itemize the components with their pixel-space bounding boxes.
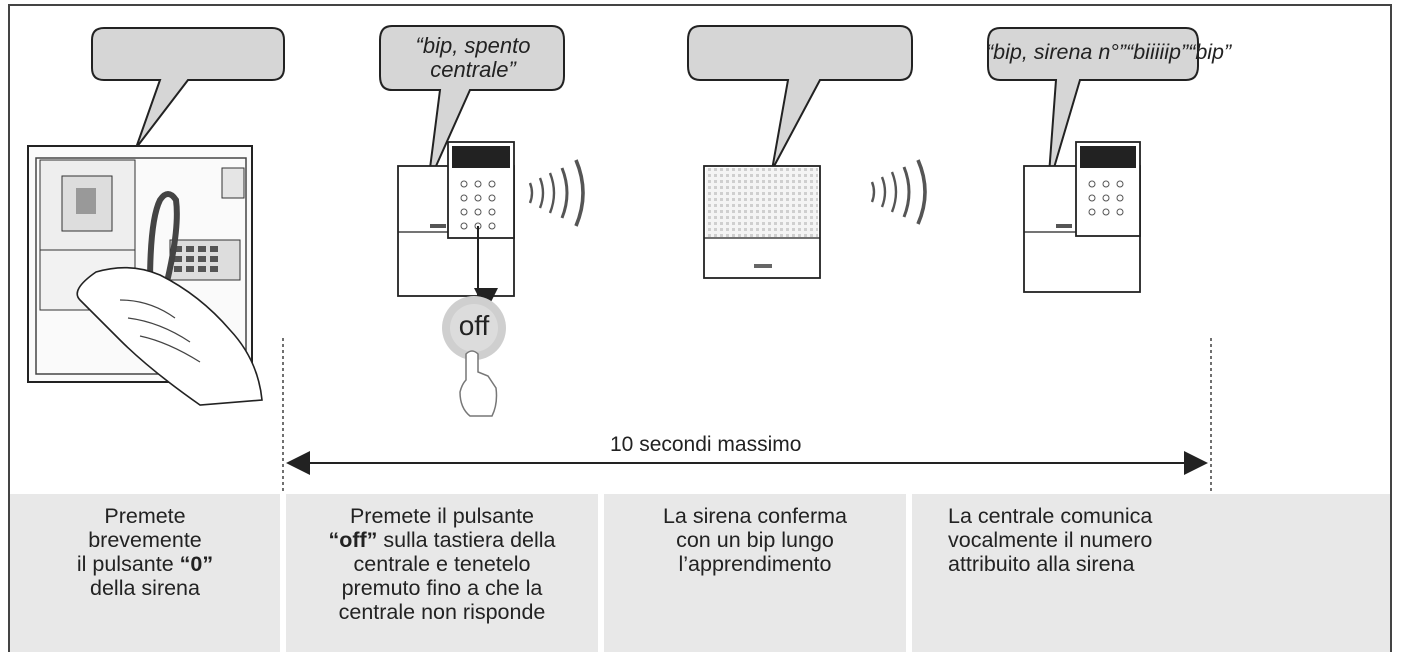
timeline-label: 10 secondi massimo — [610, 433, 802, 456]
step-2-text-9: centrale non risponde — [338, 600, 546, 624]
off-button-label: off — [458, 310, 490, 341]
step-4-text-4: attribuito alla sirena — [948, 552, 1135, 576]
step-2-text-2: “off” — [328, 528, 378, 552]
step-2: Premete il pulsante“off” sulla tastiera … — [286, 494, 598, 652]
control-panel-response — [1023, 141, 1141, 293]
step-1-text-7: della sirena — [90, 576, 200, 600]
step-1-text-4: il pulsante — [76, 552, 180, 576]
wireless-waves-1 — [528, 159, 585, 227]
wireless-waves-2 — [870, 159, 927, 225]
speech-bubble-2 — [379, 25, 565, 185]
speech-bubble-3 — [687, 25, 913, 171]
step-2-text-0: Premete il pulsante — [349, 504, 535, 528]
step-2-text-7: premuto fino a che la — [341, 576, 543, 600]
step-2-text-5: centrale e tenetelo — [353, 552, 531, 576]
step-1-text-2: brevemente — [88, 528, 202, 552]
speech-bubble-2-text: “bip, spento centrale” — [384, 34, 562, 82]
speech-bubble-1 — [91, 27, 285, 149]
off-button-press — [442, 296, 506, 417]
speech-bubble-4 — [987, 27, 1199, 189]
step-4-text-0: La centrale comunica — [948, 504, 1153, 528]
siren-device — [703, 165, 821, 279]
step-1-text-0: Premete — [104, 504, 186, 528]
speech-bubble-2-line1: “bip, spento — [415, 33, 531, 58]
step-3-text-0: La sirena conferma — [662, 504, 848, 528]
speech-bubble-2-line2: centrale” — [430, 57, 516, 82]
step-3-text-2: con un bip lungo — [676, 528, 834, 552]
siren-open-with-hand — [27, 145, 263, 406]
step-3-text-4: l’apprendimento — [678, 552, 832, 576]
step-1-text-5: “0” — [179, 552, 214, 576]
control-panel-keypad — [397, 141, 515, 312]
step-4-text-2: vocalmente il numero — [948, 528, 1153, 552]
speech-bubble-4-text: “bip, sirena n°”“biiiiip”“bip” — [986, 40, 1232, 64]
step-2-text-3: sulla tastiera della — [377, 528, 556, 552]
